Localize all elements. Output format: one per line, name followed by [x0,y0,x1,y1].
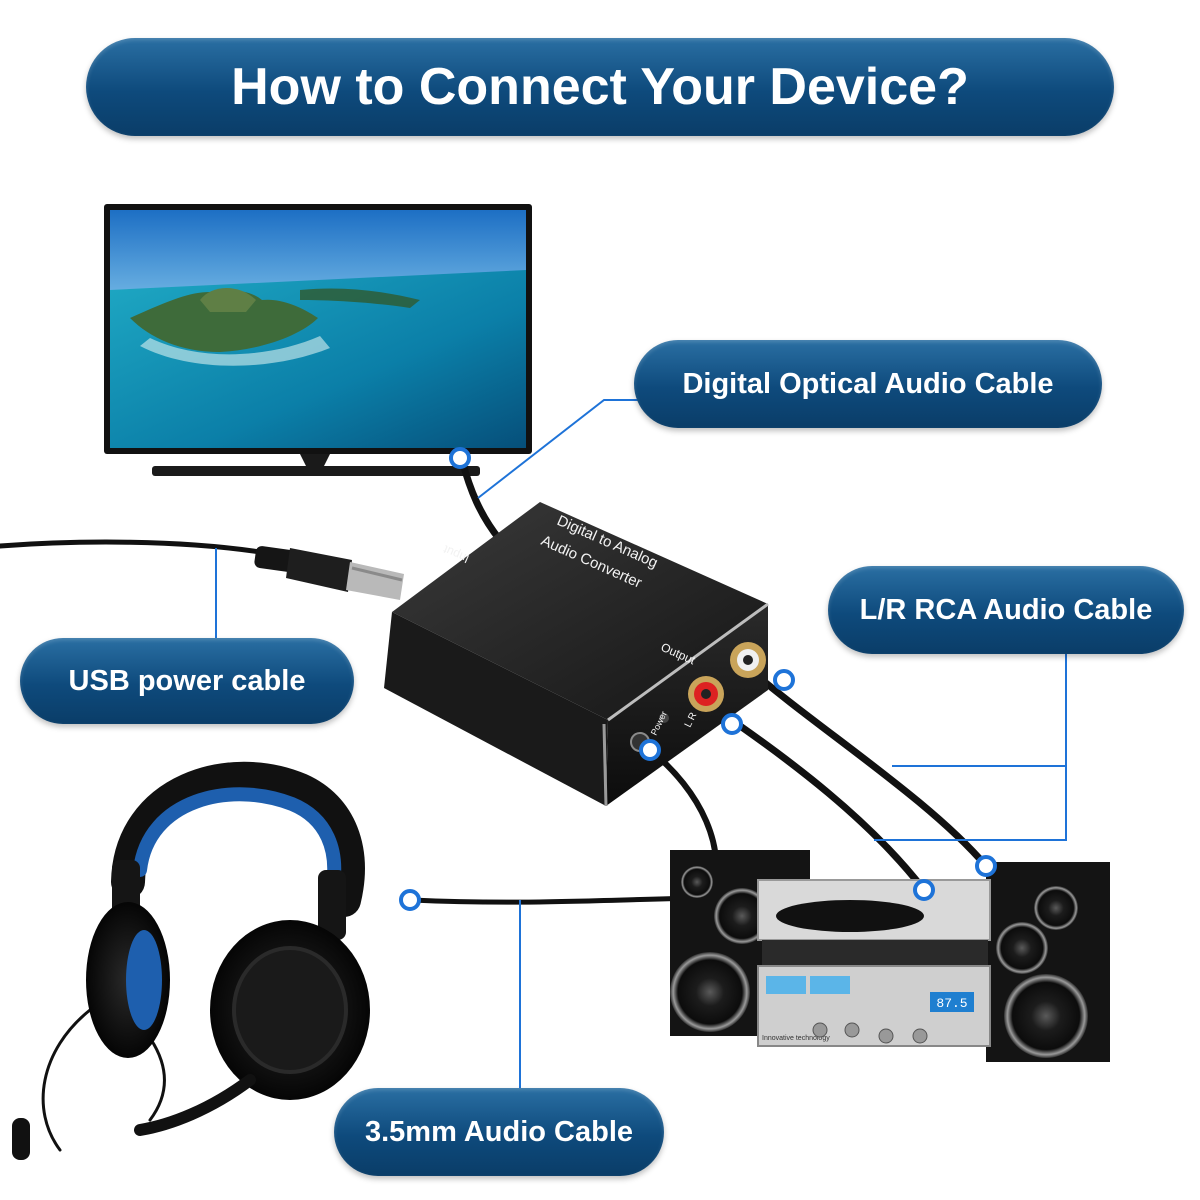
stereo-freq-display: 87.5 [936,996,967,1011]
callout-lines [215,399,1067,1088]
headphones-icon [12,761,370,1160]
usb-cable-label: USB power cable [20,638,354,724]
optical-cable-label: Digital Optical Audio Cable [634,340,1102,428]
stereo-brand-text: Innovative technology [762,1035,830,1042]
page-title: How to Connect Your Device? [86,38,1114,136]
callout-dots [399,447,997,911]
converter-box-icon: Digital to Analog Audio Converter Input … [384,502,769,807]
aux-cable-label: 3.5mm Audio Cable [334,1088,664,1176]
tv-icon [104,204,532,476]
usb-plug-icon [254,546,404,600]
rca-cable-label: L/R RCA Audio Cable [828,566,1184,654]
stereo-system-icon: 87.5 Innovative technology [670,850,1110,1062]
cables [0,456,990,1152]
rca-jack-right [730,642,766,678]
converter-input-label: Input [441,542,472,566]
rca-jack-left [688,676,724,712]
